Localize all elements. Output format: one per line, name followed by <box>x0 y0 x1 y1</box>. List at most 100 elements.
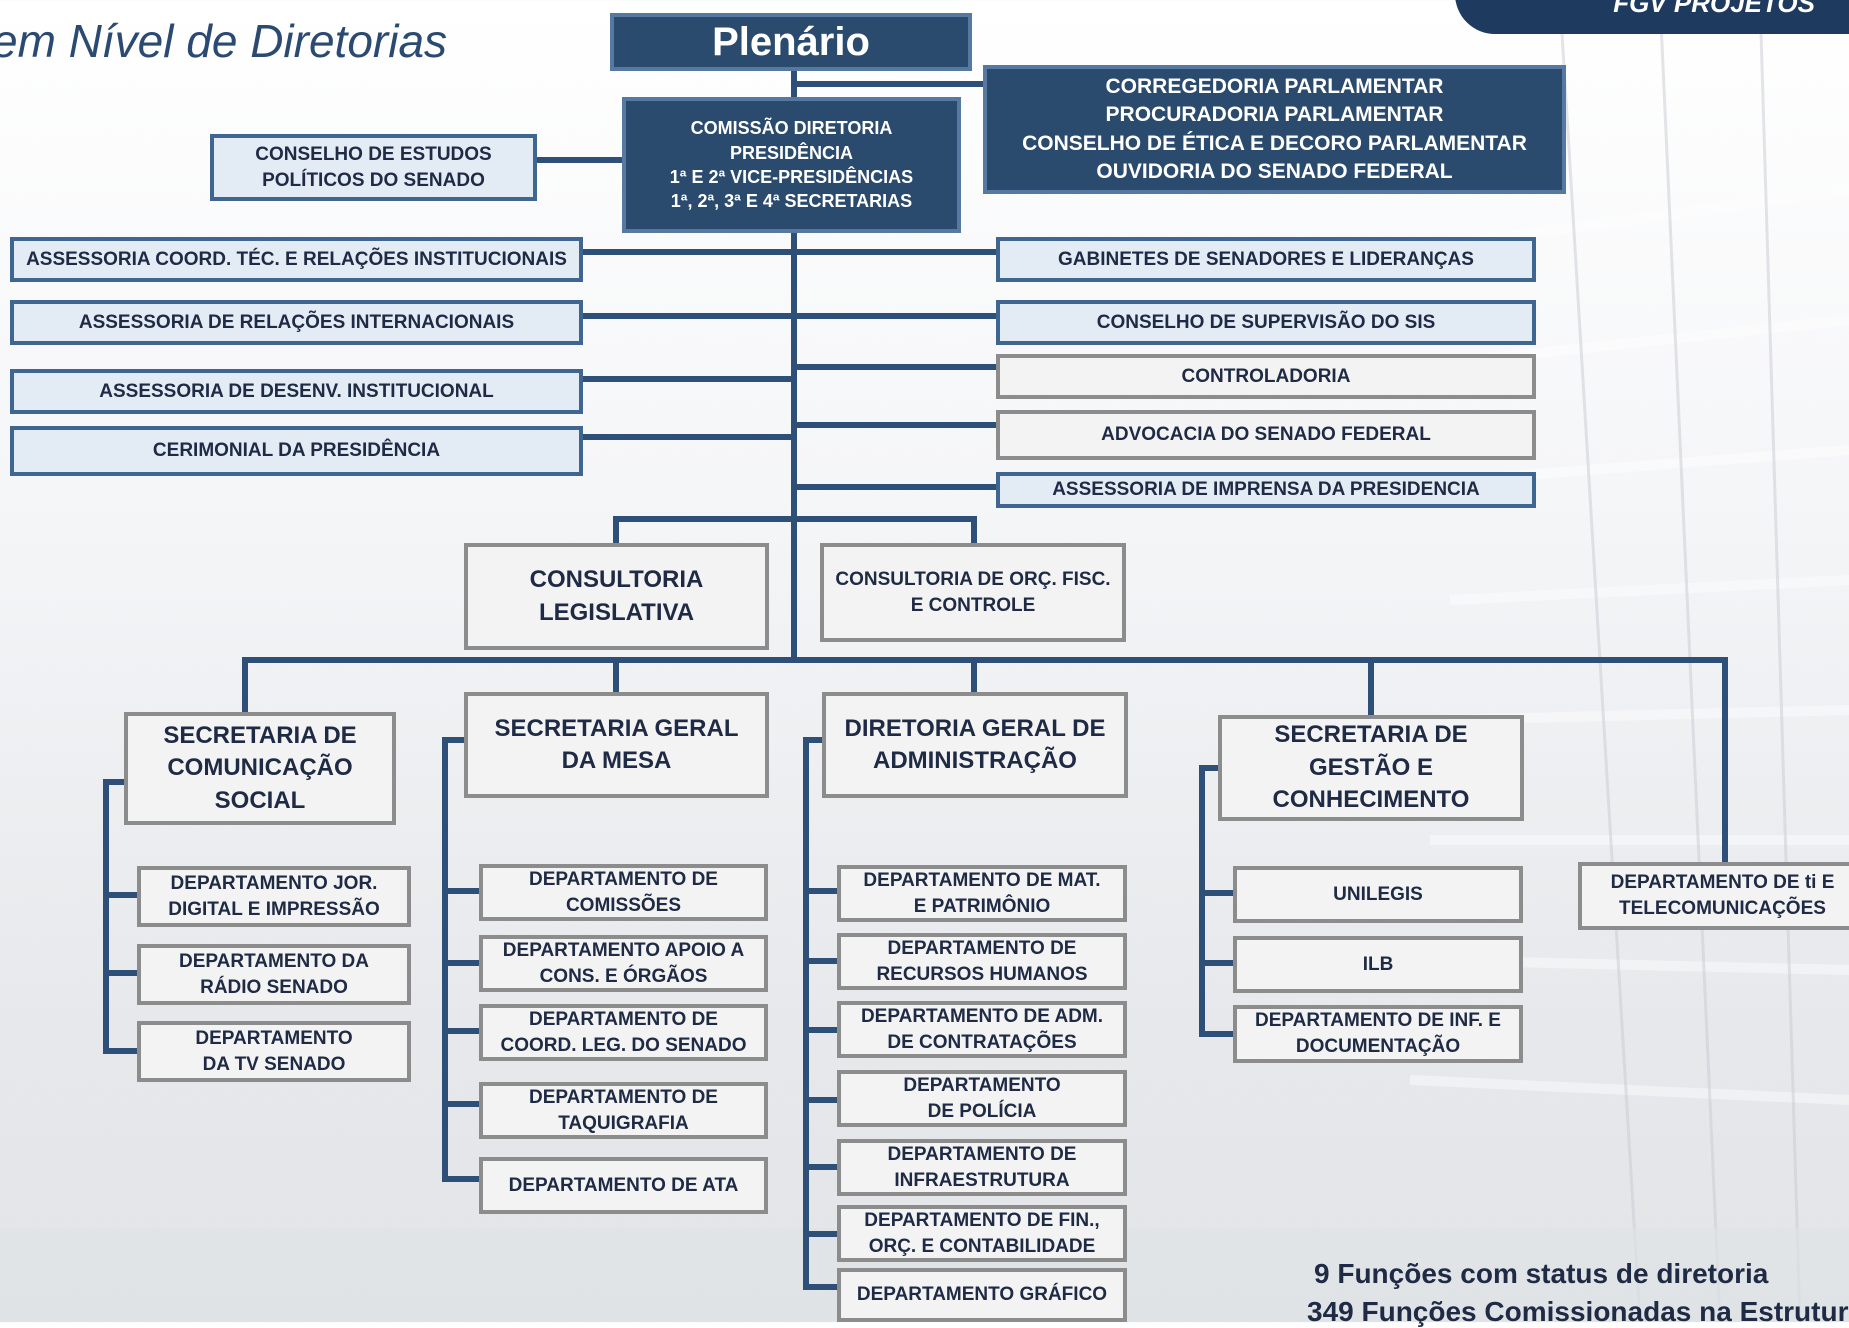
page-title: em Nível de Diretorias <box>0 15 448 67</box>
node-corregedoria[interactable]: CORREGEDORIA PARLAMENTAR PROCURADORIA PA… <box>983 65 1566 194</box>
dept-mat-patrimonio-line-1: DEPARTAMENTO DE MAT. <box>863 869 1101 891</box>
comissao-line-3: 1ª E 2ª VICE-PRESIDÊNCIAS <box>669 167 914 187</box>
node-ilb[interactable]: ILB <box>1233 936 1523 993</box>
consultoria-orc-line-2: E CONTROLE <box>910 594 1036 616</box>
assessoria-desenv-institucional-label: ASSESSORIA DE DESENV. INSTITUCIONAL <box>99 380 494 402</box>
node-plenario-label: Plenário <box>712 20 870 64</box>
node-dept-radio-senado[interactable]: DEPARTAMENTO DA RÁDIO SENADO <box>137 944 411 1005</box>
node-dept-inf-documentacao[interactable]: DEPARTAMENTO DE INF. E DOCUMENTAÇÃO <box>1233 1005 1523 1063</box>
advocacia-label: ADVOCACIA DO SENADO FEDERAL <box>1101 424 1431 446</box>
brand-logo: FGV PROJETOS <box>1455 0 1849 34</box>
node-dept-taquigrafia[interactable]: DEPARTAMENTO DE TAQUIGRAFIA <box>479 1082 768 1139</box>
footer-note-diretorias: 9 Funções com status de diretoria <box>1314 1258 1769 1289</box>
assessoria-imprensa-label: ASSESSORIA DE IMPRENSA DA PRESIDENCIA <box>1052 479 1480 501</box>
node-dept-infraestrutura[interactable]: DEPARTAMENTO DE INFRAESTRUTURA <box>837 1139 1127 1196</box>
cerimonial-label: CERIMONIAL DA PRESIDÊNCIA <box>152 440 441 462</box>
node-conselho-estudos[interactable]: CONSELHO DE ESTUDOS POLÍTICOS DO SENADO <box>210 134 537 201</box>
dept-coord-leg-line-2: COORD. LEG. DO SENADO <box>500 1034 747 1056</box>
sgm-title-line-1: SECRETARIA GERAL <box>494 714 739 742</box>
dept-radio-senado-line-1: DEPARTAMENTO DA <box>179 950 369 972</box>
node-secom[interactable]: SECRETARIA DE COMUNICAÇÃO SOCIAL <box>124 712 396 825</box>
node-dept-tv-senado[interactable]: DEPARTAMENTO DA TV SENADO <box>137 1021 411 1082</box>
node-consultoria-legislativa[interactable]: CONSULTORIA LEGISLATIVA <box>464 543 769 650</box>
node-gabinetes[interactable]: GABINETES DE SENADORES E LIDERANÇAS <box>996 237 1536 282</box>
node-dept-jor-digital[interactable]: DEPARTAMENTO JOR. DIGITAL E IMPRESSÃO <box>137 866 411 927</box>
dept-infraestrutura-line-1: DEPARTAMENTO DE <box>887 1143 1077 1165</box>
node-conselho-supervisao-sis[interactable]: CONSELHO DE SUPERVISÃO DO SIS <box>996 300 1536 345</box>
node-consultoria-orc[interactable]: CONSULTORIA DE ORÇ. FISC. E CONTROLE <box>820 543 1126 642</box>
corregedoria-line-4: OUVIDORIA DO SENADO FEDERAL <box>1096 159 1453 183</box>
node-dept-adm-contratacoes[interactable]: DEPARTAMENTO DE ADM. DE CONTRATAÇÕES <box>837 1001 1127 1058</box>
comissao-line-4: 1ª, 2ª, 3ª E 4ª SECRETARIAS <box>670 191 913 212</box>
node-dept-apoio-cons[interactable]: DEPARTAMENTO APOIO A CONS. E ÓRGÃOS <box>479 935 768 992</box>
dept-adm-contratacoes-line-2: DE CONTRATAÇÕES <box>887 1031 1077 1053</box>
node-dept-recursos-humanos[interactable]: DEPARTAMENTO DE RECURSOS HUMANOS <box>837 933 1127 990</box>
consultoria-orc-line-1: CONSULTORIA DE ORÇ. FISC. <box>835 568 1111 590</box>
dept-infraestrutura-line-2: INFRAESTRUTURA <box>894 1169 1070 1191</box>
dept-inf-documentacao-line-1: DEPARTAMENTO DE INF. E <box>1255 1010 1501 1032</box>
dept-tv-senado-line-1: DEPARTAMENTO <box>195 1027 353 1049</box>
gabinetes-label: GABINETES DE SENADORES E LIDERANÇAS <box>1058 248 1474 270</box>
dept-ata-label: DEPARTAMENTO DE ATA <box>508 1174 739 1196</box>
node-comissao-diretora[interactable]: COMISSÃO DIRETORIA PRESIDÊNCIA 1ª E 2ª V… <box>622 97 961 233</box>
secom-title-line-1: SECRETARIA DE <box>163 721 357 749</box>
dept-apoio-cons-line-2: CONS. E ÓRGÃOS <box>539 965 708 987</box>
dept-apoio-cons-line-1: DEPARTAMENTO APOIO A <box>502 939 745 961</box>
node-dept-ti-telecom[interactable]: DEPARTAMENTO DE ti E TELECOMUNICAÇÕES <box>1578 862 1849 930</box>
corregedoria-line-2: PROCURADORIA PARLAMENTAR <box>1105 103 1444 127</box>
footer-note-funcoes: 349 Funções Comissionadas na Estrutura <box>1307 1296 1849 1327</box>
dept-fin-orc-line-2: ORÇ. E CONTABILIDADE <box>868 1235 1096 1257</box>
dga-title-line-2: ADMINISTRAÇÃO <box>872 747 1077 774</box>
dept-mat-patrimonio-line-2: E PATRIMÔNIO <box>913 895 1051 917</box>
assessoria-rel-internacionais-label: ASSESSORIA DE RELAÇÕES INTERNACIONAIS <box>78 311 515 333</box>
node-plenario[interactable]: Plenário <box>610 13 972 71</box>
dept-policia-line-2: DE POLÍCIA <box>927 1100 1037 1122</box>
dept-jor-digital-line-1: DEPARTAMENTO JOR. <box>170 872 378 894</box>
dept-policia-line-1: DEPARTAMENTO <box>903 1074 1061 1096</box>
node-dept-ata[interactable]: DEPARTAMENTO DE ATA <box>479 1157 768 1214</box>
node-dept-policia[interactable]: DEPARTAMENTO DE POLÍCIA <box>837 1070 1127 1127</box>
node-assessoria-rel-internacionais[interactable]: ASSESSORIA DE RELAÇÕES INTERNACIONAIS <box>10 300 583 345</box>
dept-recursos-humanos-line-2: RECURSOS HUMANOS <box>876 963 1088 985</box>
conselho-supervisao-sis-label: CONSELHO DE SUPERVISÃO DO SIS <box>1096 311 1436 333</box>
node-advocacia[interactable]: ADVOCACIA DO SENADO FEDERAL <box>996 410 1536 460</box>
assessoria-coord-tec-label: ASSESSORIA COORD. TÉC. E RELAÇÕES INSTIT… <box>26 248 567 270</box>
corregedoria-line-1: CORREGEDORIA PARLAMENTAR <box>1105 74 1444 98</box>
node-dept-coord-leg[interactable]: DEPARTAMENTO DE COORD. LEG. DO SENADO <box>479 1004 768 1061</box>
dept-fin-orc-line-1: DEPARTAMENTO DE FIN., <box>864 1209 1100 1231</box>
node-assessoria-coord-tec[interactable]: ASSESSORIA COORD. TÉC. E RELAÇÕES INSTIT… <box>10 237 583 282</box>
dept-grafico-label: DEPARTAMENTO GRÁFICO <box>856 1284 1108 1306</box>
secom-title-line-2: COMUNICAÇÃO <box>167 754 353 782</box>
dept-radio-senado-line-2: RÁDIO SENADO <box>200 976 348 998</box>
node-dept-comissoes[interactable]: DEPARTAMENTO DE COMISSÕES <box>479 864 768 921</box>
dept-recursos-humanos-line-1: DEPARTAMENTO DE <box>887 937 1077 959</box>
corregedoria-line-3: CONSELHO DE ÉTICA E DECORO PARLAMENTAR <box>1022 131 1527 155</box>
dept-taquigrafia-line-2: TAQUIGRAFIA <box>558 1112 689 1134</box>
dept-jor-digital-line-2: DIGITAL E IMPRESSÃO <box>168 898 380 920</box>
node-assessoria-desenv-institucional[interactable]: ASSESSORIA DE DESENV. INSTITUCIONAL <box>10 369 583 414</box>
conselho-estudos-line-1: CONSELHO DE ESTUDOS <box>255 143 492 165</box>
node-assessoria-imprensa[interactable]: ASSESSORIA DE IMPRENSA DA PRESIDENCIA <box>996 472 1536 508</box>
node-unilegis[interactable]: UNILEGIS <box>1233 866 1523 923</box>
sgc-title-line-1: SECRETARIA DE <box>1274 721 1468 749</box>
dept-inf-documentacao-line-2: DOCUMENTAÇÃO <box>1295 1036 1461 1057</box>
node-dept-grafico[interactable]: DEPARTAMENTO GRÁFICO <box>837 1268 1127 1322</box>
consultoria-legislativa-line-2: LEGISLATIVA <box>538 598 695 626</box>
dept-comissoes-line-1: DEPARTAMENTO DE <box>529 868 718 890</box>
node-sgm[interactable]: SECRETARIA GERAL DA MESA <box>464 692 769 798</box>
node-cerimonial[interactable]: CERIMONIAL DA PRESIDÊNCIA <box>10 426 583 476</box>
node-dga[interactable]: DIRETORIA GERAL DE ADMINISTRAÇÃO <box>822 692 1128 798</box>
node-controladoria[interactable]: CONTROLADORIA <box>996 354 1536 399</box>
secom-title-line-3: SOCIAL <box>214 786 306 814</box>
controladoria-label: CONTROLADORIA <box>1181 365 1351 387</box>
ilb-label: ILB <box>1362 953 1394 975</box>
node-dept-fin-orc[interactable]: DEPARTAMENTO DE FIN., ORÇ. E CONTABILIDA… <box>837 1205 1127 1262</box>
node-dept-mat-patrimonio[interactable]: DEPARTAMENTO DE MAT. E PATRIMÔNIO <box>837 865 1127 922</box>
sgc-title-line-3: CONHECIMENTO <box>1272 786 1470 814</box>
dept-taquigrafia-line-1: DEPARTAMENTO DE <box>529 1086 718 1108</box>
node-sgc[interactable]: SECRETARIA DE GESTÃO E CONHECIMENTO <box>1218 715 1524 821</box>
dept-ti-telecom-line-2: TELECOMUNICAÇÕES <box>1619 898 1826 919</box>
sgc-title-line-2: GESTÃO E <box>1308 753 1434 781</box>
comissao-line-1: COMISSÃO DIRETORIA <box>690 118 893 139</box>
